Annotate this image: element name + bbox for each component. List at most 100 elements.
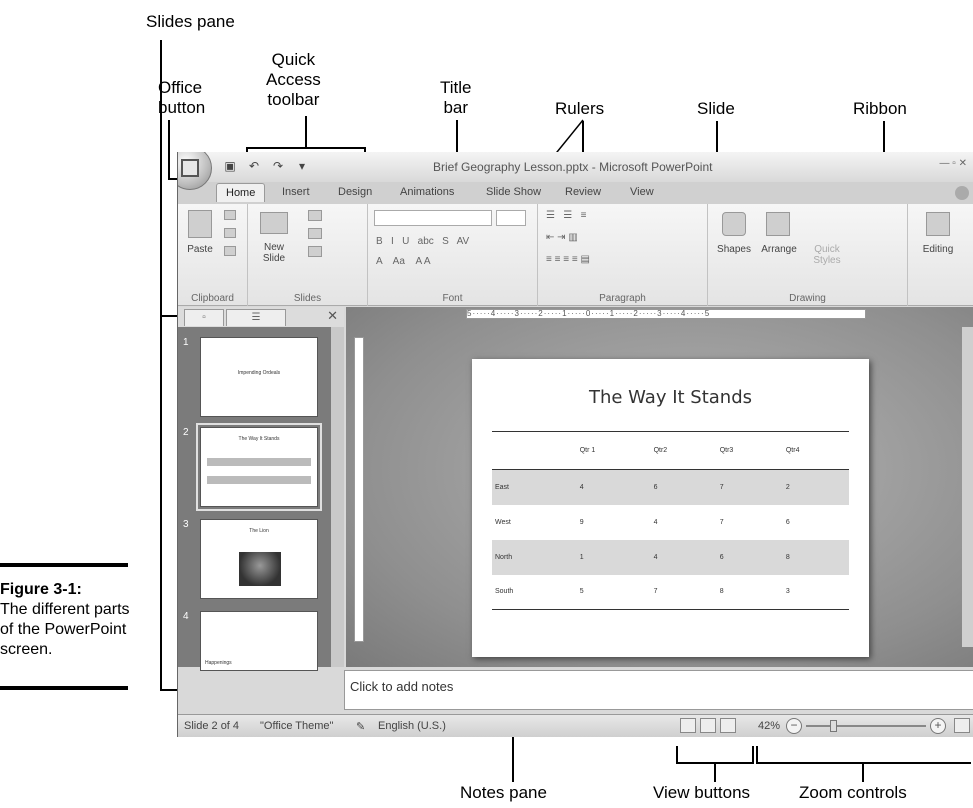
leader-view-buttons-h: [676, 762, 754, 764]
office-button[interactable]: [178, 152, 212, 190]
group-font-label: Font: [442, 293, 463, 304]
slide-thumbnail-2[interactable]: The Way It Stands: [196, 423, 322, 511]
align-row[interactable]: ≡ ≡ ≡ ≡ ▤: [546, 254, 590, 265]
tab-review[interactable]: Review: [565, 186, 602, 198]
thumb-number: 1: [183, 337, 189, 348]
normal-view-button[interactable]: [680, 718, 696, 733]
vertical-ruler: [354, 337, 364, 642]
table-header-row: Qtr 1 Qtr2 Qtr3 Qtr4: [492, 431, 849, 470]
quick-styles-label[interactable]: Quick Styles: [813, 244, 841, 266]
callout-notes-pane: Notes pane: [460, 783, 547, 802]
callout-title-line1: Title: [440, 78, 472, 97]
customize-qat-icon[interactable]: ▾: [298, 159, 306, 173]
slide-thumbnail-3[interactable]: The Lion: [200, 519, 318, 599]
slides-pane: ▫ ☰ ✕ 1 Impending Ordeals 2 The Way It S…: [178, 307, 344, 671]
save-icon[interactable]: ▣: [224, 159, 236, 173]
paste-button-label[interactable]: Paste: [187, 244, 213, 255]
shapes-label[interactable]: Shapes: [717, 244, 751, 255]
table-cell: 9: [579, 518, 584, 526]
slides-pane-scrollbar[interactable]: [331, 327, 344, 667]
table-cell: South: [492, 574, 577, 610]
undo-icon[interactable]: ↶: [248, 159, 260, 173]
font-size-field[interactable]: [496, 210, 526, 226]
slide-sorter-view-button[interactable]: [700, 718, 716, 733]
shapes-icon[interactable]: [722, 212, 746, 236]
leader-zoom-l: [756, 746, 758, 764]
table-cell: East: [492, 469, 577, 505]
leader-view-buttons-l: [676, 746, 678, 764]
font-name-field[interactable]: [374, 210, 492, 226]
thumb-title: Impending Ordeals: [237, 370, 281, 376]
indent-row[interactable]: ⇤ ⇥ ▥: [546, 232, 578, 243]
notes-pane[interactable]: Click to add notes: [344, 670, 973, 710]
figure-number: Figure 3-1:: [0, 581, 82, 598]
paste-icon[interactable]: [188, 210, 212, 238]
zoom-slider[interactable]: [806, 725, 926, 727]
new-slide-icon[interactable]: [260, 212, 288, 234]
figure-text: The different parts of the PowerPoint sc…: [0, 601, 130, 658]
tab-home[interactable]: Home: [216, 183, 266, 202]
office-logo-icon: [181, 159, 199, 177]
arrange-icon[interactable]: [766, 212, 790, 236]
table-cell: 6: [716, 539, 783, 575]
group-clipboard: Paste Clipboard: [178, 204, 248, 306]
zoom-level[interactable]: 42%: [758, 720, 781, 732]
thumb-lion-image: [239, 552, 281, 586]
leader-office-button: [168, 120, 170, 180]
group-slides-label: Slides: [293, 293, 322, 304]
caption-rule-bottom: [0, 686, 128, 690]
table-row: South 5 7 8 3: [492, 574, 849, 610]
cut-icon[interactable]: [224, 210, 236, 220]
tab-insert[interactable]: Insert: [282, 186, 310, 198]
caption-rule-top: [0, 563, 128, 567]
group-drawing: Shapes Arrange Quick Styles Drawing: [708, 204, 908, 306]
thumb-title: The Way It Stands: [238, 436, 280, 442]
slide-table[interactable]: Qtr 1 Qtr2 Qtr3 Qtr4 East 4 6 7 2 West 9…: [492, 431, 849, 610]
format-painter-icon[interactable]: [224, 246, 236, 256]
tab-design[interactable]: Design: [338, 186, 373, 198]
leader-slides-pane: [160, 40, 162, 690]
leader-qat: [246, 147, 366, 149]
theme-name: "Office Theme": [260, 720, 334, 732]
close-icon[interactable]: ✕: [327, 308, 338, 323]
bullets-row[interactable]: ☰ ☰ ≡: [546, 210, 587, 221]
layout-icon[interactable]: [308, 210, 322, 221]
zoom-out-button[interactable]: −: [786, 718, 802, 734]
group-clipboard-label: Clipboard: [191, 293, 234, 304]
group-slides: New Slide Slides: [248, 204, 368, 306]
callout-title-bar: Title bar: [440, 78, 472, 118]
tab-view[interactable]: View: [630, 186, 654, 198]
slide-canvas[interactable]: The Way It Stands Qtr 1 Qtr2 Qtr3 Qtr4 E…: [472, 359, 869, 657]
table-cell: North: [492, 539, 577, 575]
editing-label[interactable]: Editing: [922, 244, 954, 255]
language[interactable]: English (U.S.): [378, 720, 446, 732]
tab-slide-show[interactable]: Slide Show: [486, 186, 542, 198]
table-cell: 4: [653, 518, 658, 526]
slide-thumbnail-4[interactable]: Happenings: [200, 611, 318, 671]
help-icon[interactable]: [955, 186, 969, 200]
delete-slide-icon[interactable]: [308, 246, 322, 257]
redo-icon[interactable]: ↷: [272, 159, 284, 173]
tab-animations[interactable]: Animations: [400, 186, 455, 198]
tab-slides-icon[interactable]: ▫: [184, 309, 224, 326]
slide-thumbnail-1[interactable]: Impending Ordeals: [200, 337, 318, 417]
zoom-slider-thumb[interactable]: [830, 720, 837, 732]
zoom-in-button[interactable]: +: [930, 718, 946, 734]
table-header: Qtr2: [650, 431, 717, 470]
window-controls[interactable]: — ▫ ✕: [939, 158, 967, 169]
slide-title[interactable]: The Way It Stands: [588, 387, 753, 408]
arrange-label[interactable]: Arrange: [761, 244, 797, 255]
callout-office-button: Office button: [158, 78, 205, 118]
fit-to-window-button[interactable]: [954, 718, 970, 733]
new-slide-label[interactable]: New Slide: [262, 242, 286, 264]
spellcheck-icon[interactable]: ✎: [356, 721, 366, 733]
font-color-row[interactable]: A Aa A A: [376, 256, 431, 267]
thumb-number: 4: [183, 611, 189, 622]
reset-icon[interactable]: [308, 228, 322, 239]
font-format-row[interactable]: B I U abc S AV: [376, 236, 470, 247]
copy-icon[interactable]: [224, 228, 236, 238]
tab-outline-icon[interactable]: ☰: [226, 309, 286, 326]
slide-show-view-button[interactable]: [720, 718, 736, 733]
editing-icon[interactable]: [926, 212, 950, 236]
editor-scrollbar[interactable]: [962, 327, 973, 647]
